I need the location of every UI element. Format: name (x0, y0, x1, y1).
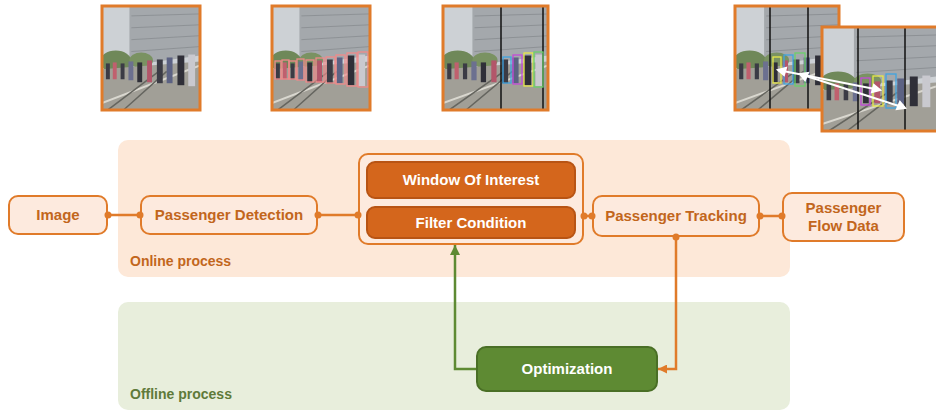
box-label: Passenger Tracking (605, 207, 747, 225)
band-label: Offline process (130, 386, 232, 403)
box-label: Filter Condition (416, 214, 527, 232)
track-arrows (778, 68, 905, 109)
photo-frame (272, 6, 370, 110)
input-photo (102, 6, 200, 110)
box-label: Window Of Interest (403, 171, 540, 189)
box-label: Image (36, 206, 79, 224)
box-label: Passenger Flow Data (796, 199, 892, 235)
box-label: Passenger Detection (155, 206, 303, 224)
window-photo (443, 6, 548, 110)
process-box: Window Of Interest (366, 161, 576, 199)
process-box: Optimization (476, 346, 658, 392)
process-box: Filter Condition (366, 206, 576, 239)
detection-photo (272, 6, 370, 110)
process-band: Offline process Optimization (118, 302, 790, 410)
output-box: Passenger Flow Data (782, 192, 905, 242)
photo-frame (443, 6, 548, 110)
tracking-photo (822, 27, 936, 131)
photo-frame (822, 27, 936, 131)
process-box: Passenger Detection (140, 195, 318, 235)
process-box: Passenger Tracking (592, 195, 760, 237)
process-box: Image (8, 195, 108, 235)
process-band: Online process Passenger Detection Window … (118, 140, 790, 277)
group-box: Window Of InterestFilter Condition (358, 153, 584, 245)
photo-frame (102, 6, 200, 110)
band-label: Online process (130, 253, 231, 270)
box-label: Optimization (522, 360, 613, 378)
